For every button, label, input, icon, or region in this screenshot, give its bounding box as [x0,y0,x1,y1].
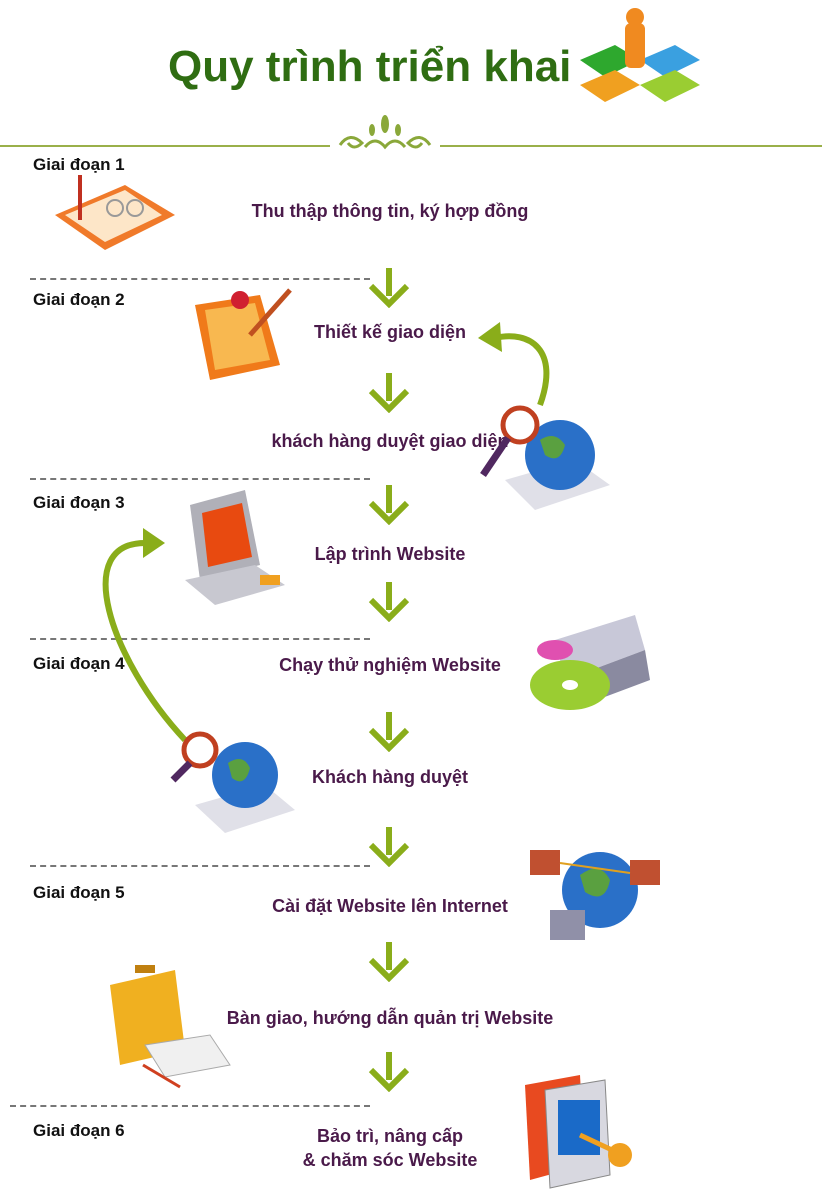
cd-drive-icon [530,615,650,710]
step-design-review: khách hàng duyệt giao diện [271,431,509,451]
divider-right [440,145,822,147]
globe-magnifier-icon [170,731,295,833]
network-globe-icon [530,850,660,940]
stage-label-4: Giai đoạn 4 [33,654,125,673]
page-title: Quy trình triển khai [168,42,572,91]
stage-label-3: Giai đoạn 3 [33,493,125,512]
briefcase-icon [110,965,231,1089]
ornament-icon [338,115,432,150]
stage-divider [30,278,370,280]
loop-arrow-programming [102,539,188,743]
step-programming: Lập trình Website [314,544,466,564]
loop-arrow-design [494,333,550,407]
design-icon [195,288,292,380]
stage-label-1: Giai đoạn 1 [33,155,125,174]
stage-label-5: Giai đoạn 5 [33,883,125,902]
down-arrow-icon [368,712,410,752]
divider-left [0,145,330,147]
down-arrow-icon [368,485,410,525]
computer-icon [185,490,285,605]
down-arrow-icon [368,268,410,308]
stage-label-6: Giai đoạn 6 [33,1121,125,1140]
stage-divider [30,638,370,640]
security-key-icon [525,1075,632,1189]
process-blocks-icon [580,8,700,102]
step-handover: Bàn giao, hướng dẫn quản trị Website [226,1008,554,1028]
step-testing: Chạy thử nghiệm Website [279,655,501,675]
stage-divider [30,865,370,867]
globe-magnifier-icon [480,405,610,510]
down-arrow-icon [368,942,410,982]
down-arrow-icon [368,582,410,622]
step-maintenance-1: Bảo trì, nâng cấp [316,1126,464,1146]
stage-divider [10,1105,370,1107]
stage-label-2: Giai đoạn 2 [33,290,125,309]
step-customer-review: Khách hàng duyệt [311,767,468,787]
down-arrow-icon [368,373,410,413]
step-deploy: Cài đặt Website lên Internet [272,896,508,916]
step-collect-info: Thu thập thông tin, ký hợp đồng [251,201,529,221]
stage-divider [30,478,370,480]
contract-icon [55,175,175,250]
down-arrow-icon [368,827,410,867]
down-arrow-icon [368,1052,410,1092]
step-maintenance-2: & chăm sóc Website [302,1150,478,1170]
step-design: Thiết kế giao diện [313,322,467,342]
